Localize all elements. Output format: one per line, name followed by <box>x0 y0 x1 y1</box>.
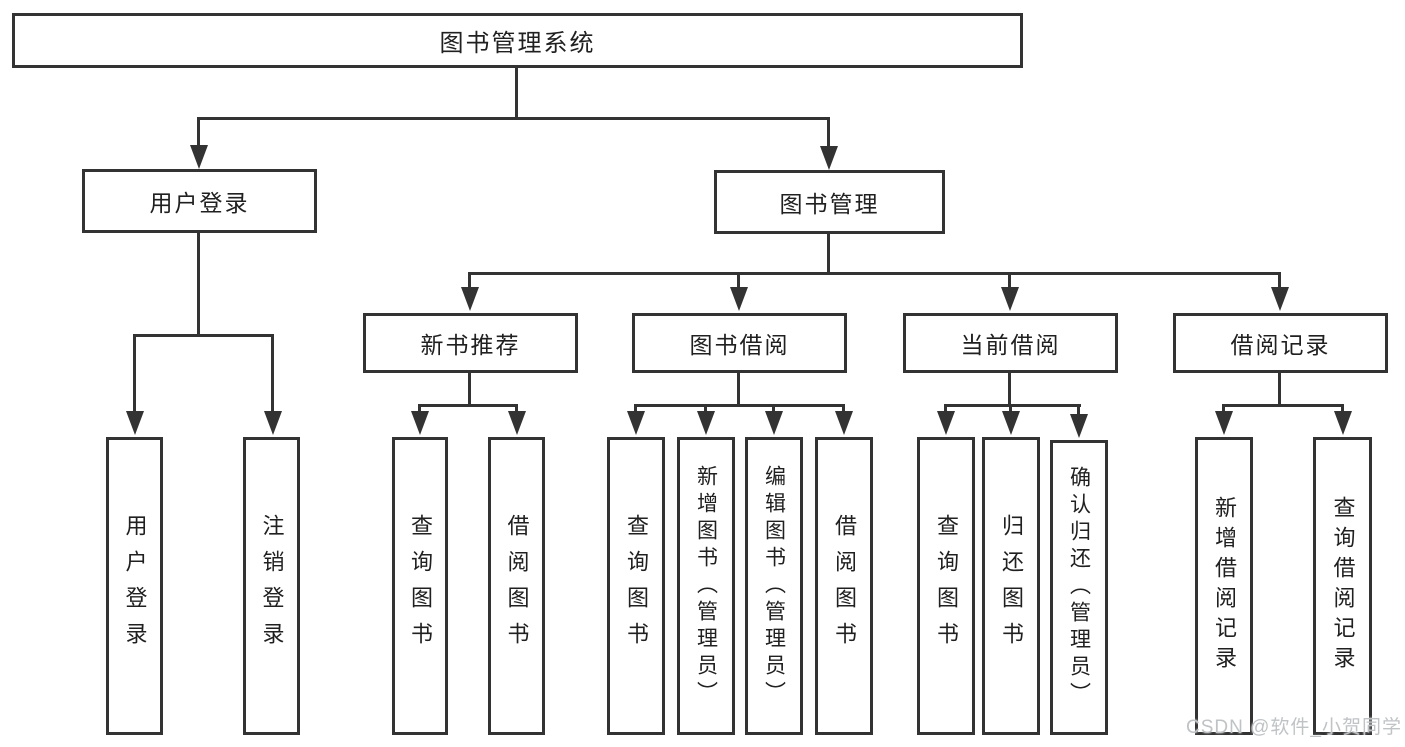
node-leaf-borrow-books-recommend: 借阅图书 <box>488 437 545 735</box>
connector-drop-leaf <box>1341 404 1344 414</box>
node-label: 图书借阅 <box>689 332 790 358</box>
connector-drop-leaf <box>1009 404 1012 414</box>
arrow-down-icon <box>835 411 853 435</box>
node-leaf-borrow-books: 借阅图书 <box>815 437 873 735</box>
arrow-down-icon <box>765 411 783 435</box>
connector-book-borrow-stem <box>737 373 740 407</box>
arrow-down-icon <box>937 411 955 435</box>
connector-borrow-records-crossbar <box>1222 404 1343 407</box>
arrow-down-icon <box>1334 411 1352 435</box>
arrow-down-icon <box>508 411 526 435</box>
connector-drop-borrow-records <box>1278 272 1281 289</box>
connector-drop-leaf <box>133 334 136 413</box>
node-user-login: 用户登录 <box>82 169 317 233</box>
connector-drop-leaf <box>515 404 518 414</box>
arrow-down-icon <box>461 287 479 311</box>
connector-drop-new-book <box>468 272 471 289</box>
node-label: 编辑图书（管理员） <box>762 464 786 708</box>
node-label: 新书推荐 <box>420 332 521 358</box>
node-label: 图书管理 <box>779 191 880 217</box>
connector-drop-leaf <box>704 404 707 414</box>
node-label: 新增图书（管理员） <box>694 464 718 708</box>
node-borrowing-records: 借阅记录 <box>1173 313 1388 373</box>
node-leaf-confirm-return-admin: 确认归还（管理员） <box>1050 440 1108 735</box>
connector-new-book-stem <box>468 373 471 407</box>
arrow-down-icon <box>190 145 208 169</box>
node-label: 用户登录 <box>122 514 148 658</box>
node-label: 查询图书 <box>624 514 649 658</box>
connector-root-stem <box>515 68 518 120</box>
node-label: 用户登录 <box>149 190 250 216</box>
node-label: 新增借阅记录 <box>1212 496 1237 676</box>
connector-book-borrow-crossbar <box>634 404 845 407</box>
connector-drop-leaf <box>1222 404 1225 414</box>
node-current-borrowing: 当前借阅 <box>903 313 1118 373</box>
arrow-down-icon <box>126 411 144 435</box>
connector-drop-leaf <box>772 404 775 414</box>
node-label: 确认归还（管理员） <box>1067 466 1091 709</box>
arrow-down-icon <box>820 146 838 170</box>
node-label: 查询图书 <box>934 514 959 658</box>
node-new-book-recommendation: 新书推荐 <box>363 313 578 373</box>
node-leaf-logout: 注销登录 <box>243 437 300 735</box>
arrow-down-icon <box>1002 411 1020 435</box>
arrow-down-icon <box>1215 411 1233 435</box>
node-leaf-user-login: 用户登录 <box>106 437 163 735</box>
node-label: 借阅图书 <box>504 514 530 658</box>
node-label: 注销登录 <box>259 514 285 658</box>
arrow-down-icon <box>730 287 748 311</box>
node-leaf-query-books-current: 查询图书 <box>917 437 975 735</box>
node-leaf-query-books-borrow: 查询图书 <box>607 437 665 735</box>
node-label: 借阅记录 <box>1230 332 1331 358</box>
connector-borrow-records-stem <box>1278 373 1281 407</box>
connector-drop-leaf <box>418 404 421 414</box>
node-label: 查询图书 <box>408 514 433 658</box>
connector-drop-leaf <box>271 334 274 413</box>
connector-drop-leaf <box>1077 404 1080 416</box>
connector-drop-user-login <box>197 117 200 147</box>
node-leaf-add-borrow-record: 新增借阅记录 <box>1195 437 1253 735</box>
connector-new-book-crossbar <box>418 404 518 407</box>
connector-drop-leaf <box>944 404 947 414</box>
node-label: 借阅图书 <box>832 514 857 658</box>
connector-drop-book-borrow <box>737 272 740 289</box>
node-label: 图书管理系统 <box>439 30 596 57</box>
connector-user-login-crossbar <box>133 334 274 337</box>
connector-drop-book-mgmt <box>827 117 830 147</box>
node-label: 当前借阅 <box>960 332 1061 358</box>
node-leaf-query-books-recommend: 查询图书 <box>392 437 448 735</box>
connector-current-borrow-stem <box>1008 373 1011 407</box>
node-leaf-edit-books-admin: 编辑图书（管理员） <box>745 437 803 735</box>
arrow-down-icon <box>1070 414 1088 438</box>
connector-drop-leaf <box>634 404 637 414</box>
connector-root-crossbar <box>197 117 830 120</box>
node-book-management: 图书管理 <box>714 170 945 234</box>
node-leaf-query-borrow-record: 查询借阅记录 <box>1313 437 1372 735</box>
connector-drop-current-borrow <box>1008 272 1011 289</box>
arrow-down-icon <box>1001 287 1019 311</box>
arrow-down-icon <box>264 411 282 435</box>
node-library-management-system: 图书管理系统 <box>12 13 1023 68</box>
arrow-down-icon <box>1271 287 1289 311</box>
csdn-watermark: CSDN @软件_小贺同学 <box>1186 717 1402 738</box>
node-leaf-add-books-admin: 新增图书（管理员） <box>677 437 735 735</box>
connector-book-mgmt-crossbar <box>468 272 1281 275</box>
connector-user-login-stem <box>197 233 200 337</box>
arrow-down-icon <box>697 411 715 435</box>
connector-book-mgmt-stem <box>827 233 830 275</box>
node-label: 查询借阅记录 <box>1330 496 1356 676</box>
arrow-down-icon <box>627 411 645 435</box>
connector-current-borrow-crossbar <box>944 404 1081 407</box>
node-label: 归还图书 <box>999 514 1024 658</box>
node-leaf-return-books: 归还图书 <box>982 437 1040 735</box>
connector-drop-leaf <box>842 404 845 414</box>
arrow-down-icon <box>411 411 429 435</box>
node-book-borrowing: 图书借阅 <box>632 313 847 373</box>
